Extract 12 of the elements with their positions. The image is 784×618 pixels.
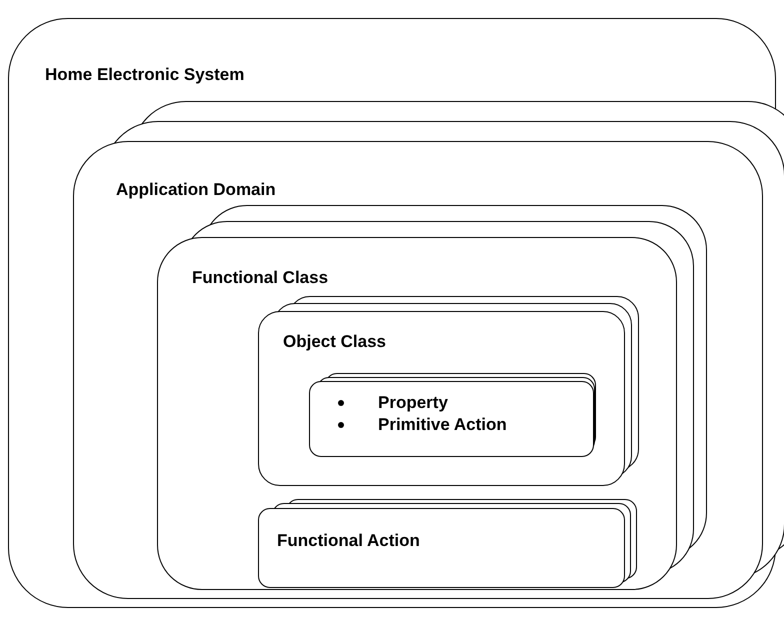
box-heading: Object Class	[283, 332, 386, 352]
box-heading: Home Electronic System	[45, 65, 244, 85]
bullet-item: Property	[332, 392, 507, 414]
box-heading: Functional Class	[192, 268, 328, 288]
rounded-box	[157, 237, 677, 590]
bullet-item: Primitive Action	[332, 414, 507, 436]
box-heading: Application Domain	[116, 180, 276, 200]
rounded-box	[73, 141, 763, 599]
rounded-box	[258, 311, 625, 486]
rounded-box	[309, 381, 594, 457]
rounded-box	[258, 508, 625, 588]
box-heading: Functional Action	[277, 531, 420, 551]
